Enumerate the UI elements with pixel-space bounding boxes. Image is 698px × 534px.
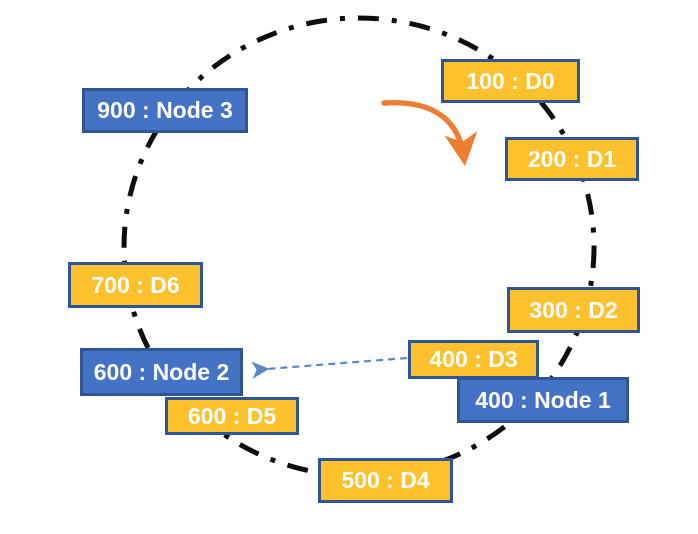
- ring-item-d5: 600 : D5: [165, 397, 299, 435]
- ring-item-d0: 100 : D0: [441, 59, 580, 103]
- ring-item-d3: 400 : D3: [408, 340, 539, 379]
- d3-to-node2-arrow-icon: [251, 356, 408, 379]
- ring-item-d6: 700 : D6: [68, 262, 203, 308]
- ring-item-node2: 600 : Node 2: [80, 348, 243, 396]
- ring-item-d2: 300 : D2: [507, 287, 640, 333]
- ring-item-node3: 900 : Node 3: [82, 88, 248, 133]
- ring-item-node1: 400 : Node 1: [457, 377, 629, 423]
- ring-item-d4: 500 : D4: [318, 458, 453, 503]
- clockwise-flow-arrow-icon: [381, 99, 478, 167]
- ring-item-d1: 200 : D1: [505, 137, 639, 181]
